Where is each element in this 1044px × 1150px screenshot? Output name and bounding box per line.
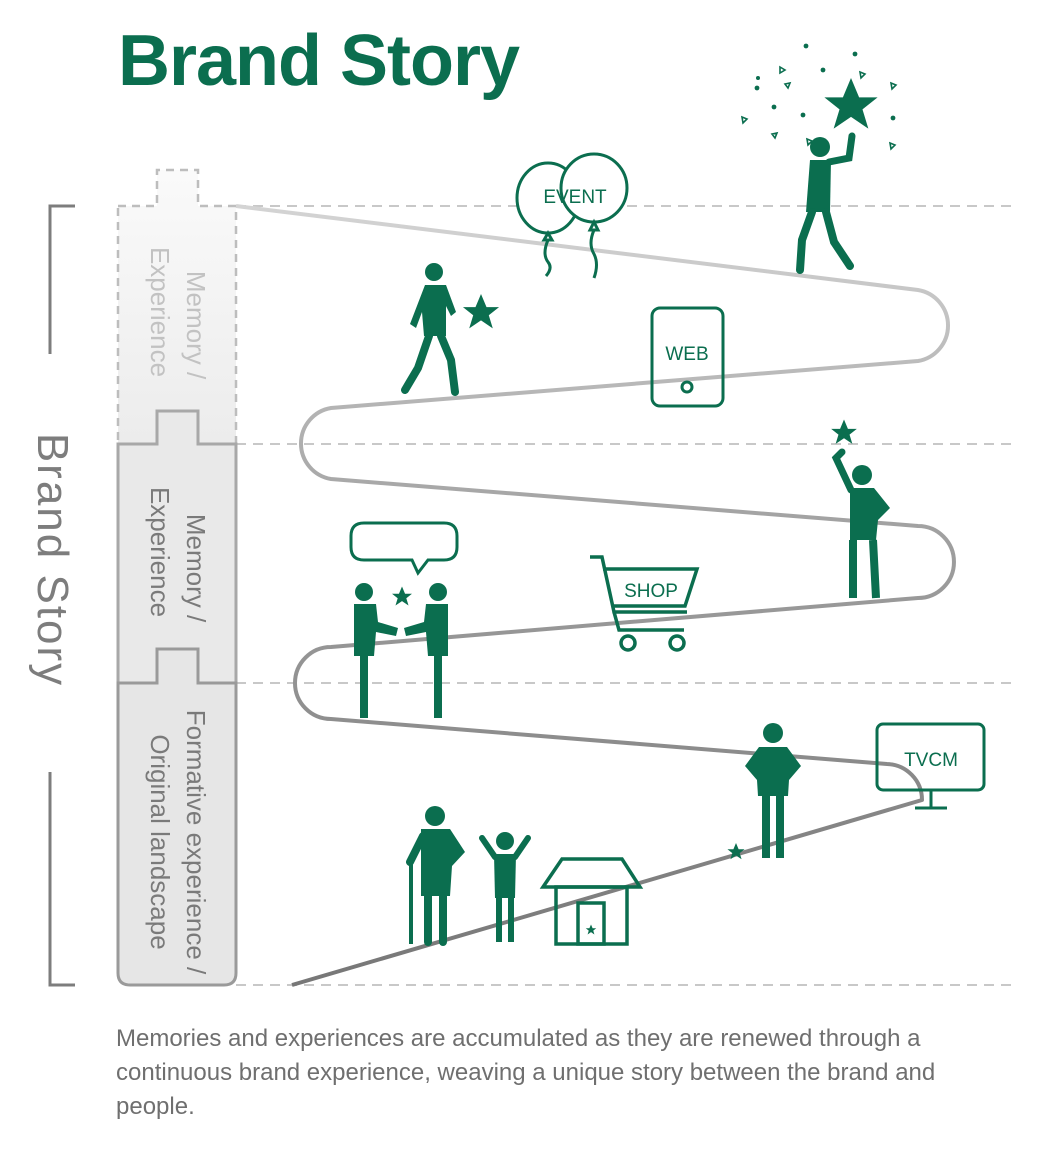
shopping-cart-icon [590, 555, 700, 652]
layer-block-bottom [116, 647, 238, 987]
event-label: EVENT [543, 187, 607, 208]
store-icon [539, 857, 644, 946]
dashed-guides [236, 205, 1012, 986]
layer-label-line1: Formative experience / [181, 710, 211, 975]
child-cheering-icon [479, 832, 531, 942]
experience-path [235, 204, 956, 987]
tvcm-label: TVCM [904, 750, 958, 771]
person-walking-icon [401, 263, 500, 396]
layer-label-line1: Memory / [181, 514, 211, 623]
layer-block-middle [116, 409, 238, 685]
page-title: Brand Story [118, 21, 520, 101]
layer-label-line2: Original landscape [145, 734, 175, 949]
layer-label-line1: Memory / [181, 271, 211, 380]
person-reaching-icon [831, 419, 890, 599]
handshake-people-icon [354, 583, 448, 718]
mobile-device-icon [650, 306, 725, 408]
layer-label-line2: Experience [145, 247, 175, 377]
person-standing-icon [745, 723, 801, 858]
caption-text: Memories and experiences are accumulated… [116, 1025, 936, 1120]
layer-stack: Memory / Experience Memory / Experience … [116, 168, 238, 987]
elder-person-icon [406, 806, 465, 946]
tv-icon [875, 722, 986, 810]
side-label: Brand Story [28, 433, 77, 687]
person-celebrating-icon [796, 78, 878, 274]
layer-block-top [116, 168, 238, 446]
shop-label: SHOP [624, 581, 678, 602]
small-star-icon [727, 843, 745, 860]
confetti-decoration [740, 43, 898, 151]
balloons-icon [515, 152, 629, 279]
side-bracket [48, 204, 75, 987]
web-label: WEB [665, 344, 708, 365]
speech-bubble-icon [349, 521, 459, 576]
layer-label-line2: Experience [145, 487, 175, 617]
